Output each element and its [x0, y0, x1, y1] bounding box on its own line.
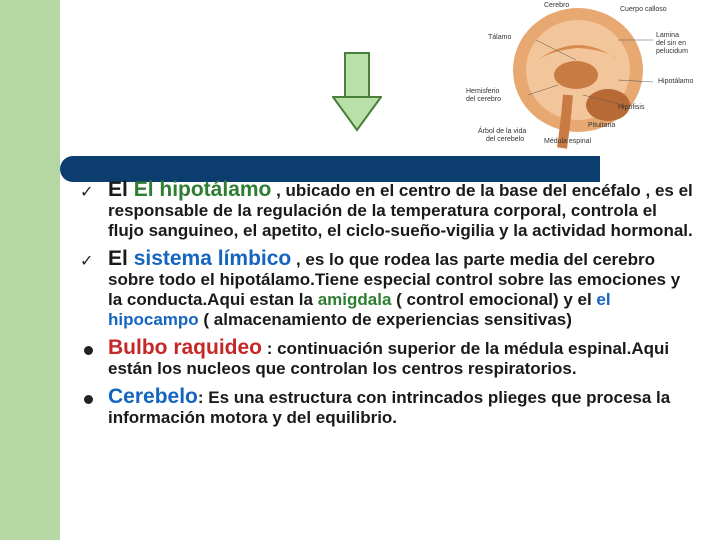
label-hemisferio-1: Hemisferio — [466, 88, 500, 95]
brain-illustration — [513, 8, 654, 149]
label-hipofisis: Hipófisis — [618, 104, 645, 111]
bullet-dot-icon — [84, 346, 93, 355]
item-text: El sistema límbico , es lo que rodea las… — [108, 247, 681, 329]
checkmark-icon: ✓ — [80, 184, 94, 201]
term-hipocampo: el hipocampo — [108, 290, 611, 329]
list-item-cerebelo: Cerebelo: Es una estructura con intrinca… — [76, 385, 696, 428]
list-item-sistema-limbico: ✓ El sistema límbico , es lo que rodea l… — [76, 247, 696, 330]
item-text: Cerebelo: Es una estructura con intrinca… — [108, 385, 671, 427]
label-arbol-1: Árbol de la vida — [478, 128, 527, 135]
list-item-hipotalamo: ✓ El El hipotálamo , ubicado en el centr… — [76, 178, 696, 241]
label-talamo: Tálamo — [488, 34, 512, 41]
term-hipotalamo: El hipotálamo — [133, 178, 272, 201]
label-medula: Médula espinal — [544, 138, 592, 145]
label-hipotalamo: Hipotálamo — [658, 78, 694, 85]
item-text: Bulbo raquideo : continuación superior d… — [108, 336, 670, 378]
title-bar — [60, 156, 600, 182]
label-arbol-2: del cerebelo — [486, 136, 525, 143]
checkmark-icon: ✓ — [80, 253, 94, 270]
term-amigdala: amigdala — [317, 290, 392, 309]
label-pituitaria: Pituitaria — [588, 122, 616, 129]
list-item-bulbo-raquideo: Bulbo raquideo : continuación superior d… — [76, 336, 696, 379]
label-hemisferio-2: del cerebro — [466, 96, 502, 103]
brain-diagram: Cerebro Cuerpo calloso Tálamo Lamina del… — [458, 0, 720, 152]
label-lamina-2: del sin en — [656, 40, 686, 47]
label-cerebro: Cerebro — [544, 2, 570, 9]
item-text: El El hipotálamo , ubicado en el centro … — [108, 178, 693, 240]
term-bulbo-raquideo: Bulbo raquideo — [108, 336, 262, 359]
down-arrow-icon — [332, 52, 382, 132]
term-cerebelo: Cerebelo — [108, 385, 198, 408]
label-lamina-3: pelucidum — [656, 48, 688, 55]
label-lamina-1: Lamina — [656, 32, 679, 39]
bullet-dot-icon — [84, 395, 93, 404]
bullet-list: ✓ El El hipotálamo , ubicado en el centr… — [76, 178, 696, 428]
item-body: , ubicado en el centro de la base del en… — [108, 181, 693, 240]
left-color-band — [0, 0, 60, 540]
label-cuerpo-calloso: Cuerpo calloso — [620, 6, 667, 13]
term-sistema-limbico: sistema límbico — [133, 247, 292, 270]
